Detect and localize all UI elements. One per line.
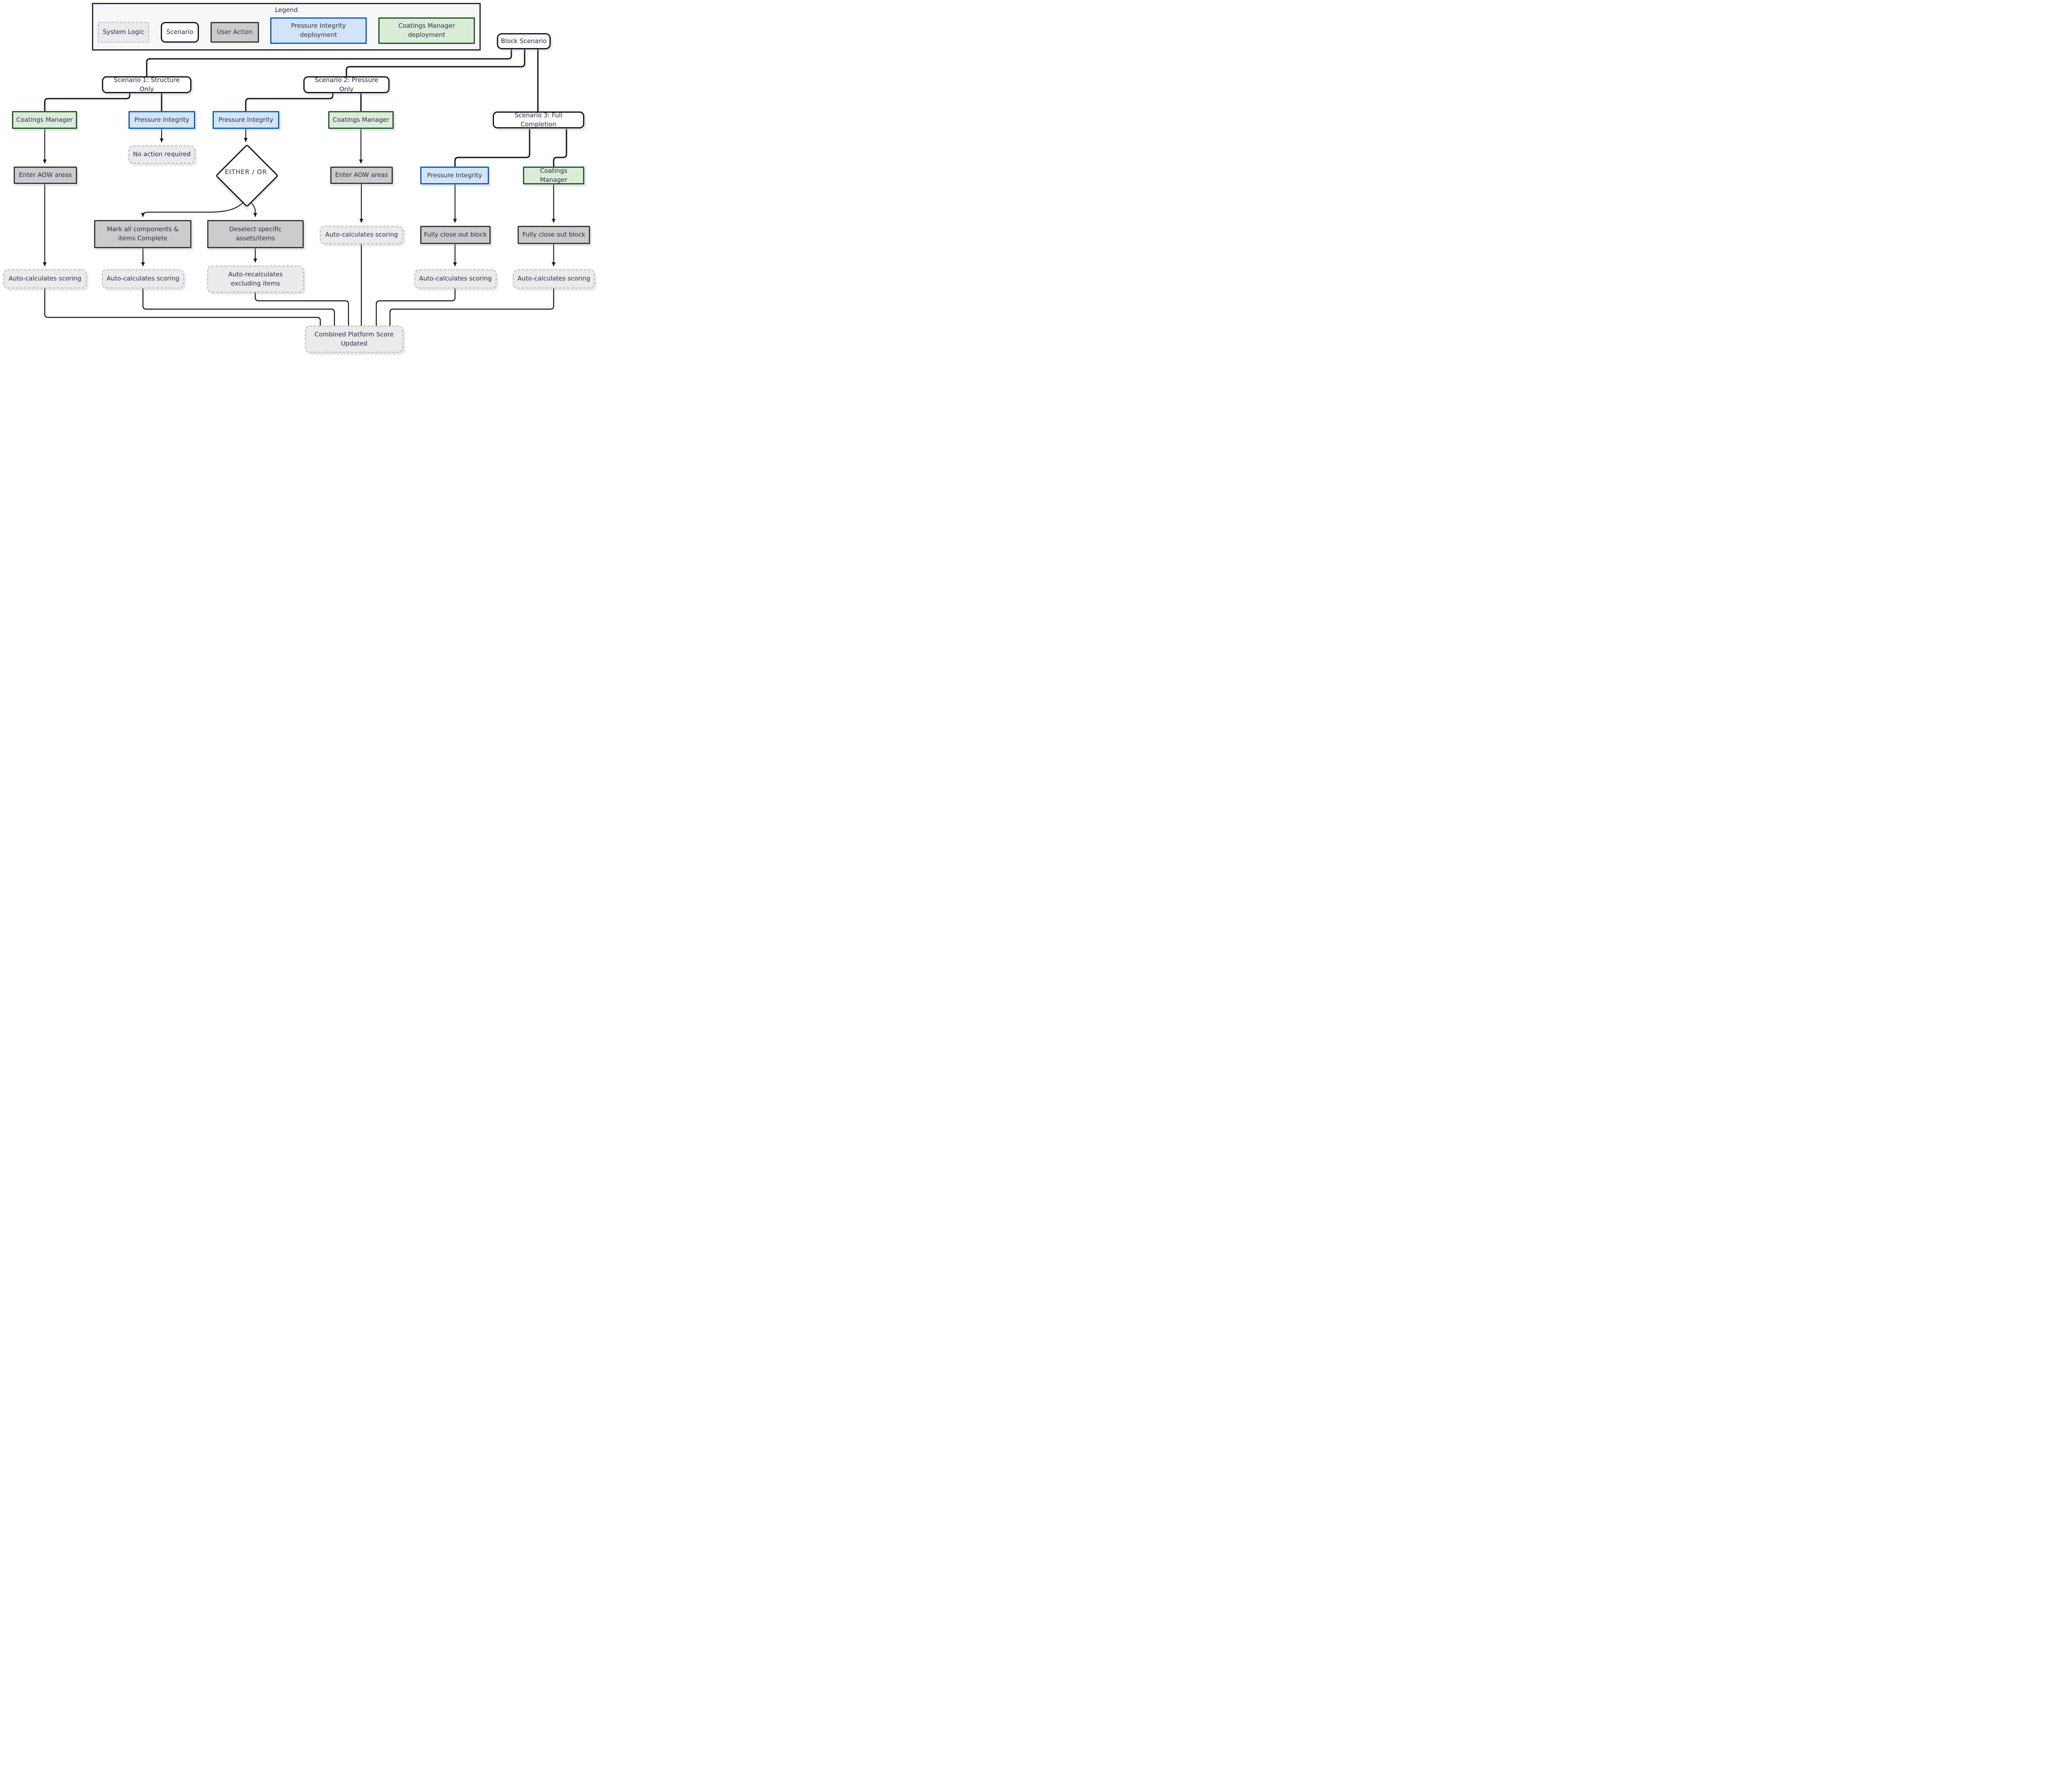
flowchart-canvas: Legend System Logic Scenario User Action…: [0, 0, 598, 357]
node-either-or-label: EITHER / OR: [225, 168, 267, 176]
node-s1-enter-aow-areas: Enter AOW areas: [14, 167, 77, 184]
node-block-scenario: Block Scenario: [497, 33, 551, 49]
legend-item-scenario: Scenario: [161, 22, 199, 43]
node-s3-fully-close-out-pi: Fully close out block: [420, 226, 491, 244]
node-s3-pressure-integrity: Pressure Integrity: [420, 167, 489, 184]
legend-item-system-logic: System Logic: [98, 22, 149, 43]
node-either-or-diamond: [215, 144, 279, 208]
node-s1-pressure-integrity: Pressure Integrity: [128, 111, 195, 129]
node-deselect-specific: Deselect specific assets/items: [207, 220, 304, 248]
node-s3-auto-calculates-scoring-pi: Auto-calculates scoring: [414, 269, 496, 288]
node-scenario-3: Scenario 3: Full Completion: [493, 111, 584, 128]
node-s2-coatings-manager: Coatings Manager: [328, 111, 394, 129]
node-scenario-2: Scenario 2: Pressure Only: [303, 76, 390, 93]
node-s1-auto-calculates-scoring-mark: Auto-calculates scoring: [102, 269, 184, 288]
legend-item-user-action: User Action: [211, 22, 259, 43]
node-s2-auto-calculates-scoring: Auto-calculates scoring: [320, 226, 403, 244]
legend-item-coatings-manager-deployment: Coatings Manager deployment: [378, 17, 475, 44]
node-s1-auto-calculates-scoring-cm: Auto-calculates scoring: [3, 269, 87, 288]
legend-title: Legend: [275, 6, 298, 14]
node-scenario-1: Scenario 1: Structure Only: [102, 76, 191, 93]
node-s1-no-action-required: No action required: [128, 145, 195, 164]
node-s2-pressure-integrity: Pressure Integrity: [213, 111, 279, 129]
node-s1-coatings-manager: Coatings Manager: [12, 111, 77, 129]
node-combined-platform-score: Combined Platform Score Updated: [305, 326, 403, 353]
node-auto-recalculates-excluding: Auto-recalculates excluding items: [207, 266, 304, 293]
legend-item-pressure-integrity-deployment: Pressure Integrity deployment: [270, 17, 367, 44]
node-s3-auto-calculates-scoring-cm: Auto-calculates scoring: [513, 269, 595, 288]
node-s2-enter-aow-areas: Enter AOW areas: [330, 167, 393, 184]
node-s3-fully-close-out-cm: Fully close out block: [518, 226, 590, 244]
node-mark-all-components: Mark all components & items Complete: [94, 220, 191, 248]
node-s3-coatings-manager: Coatings Manager: [523, 167, 584, 184]
connector-lines: [43, 49, 567, 326]
